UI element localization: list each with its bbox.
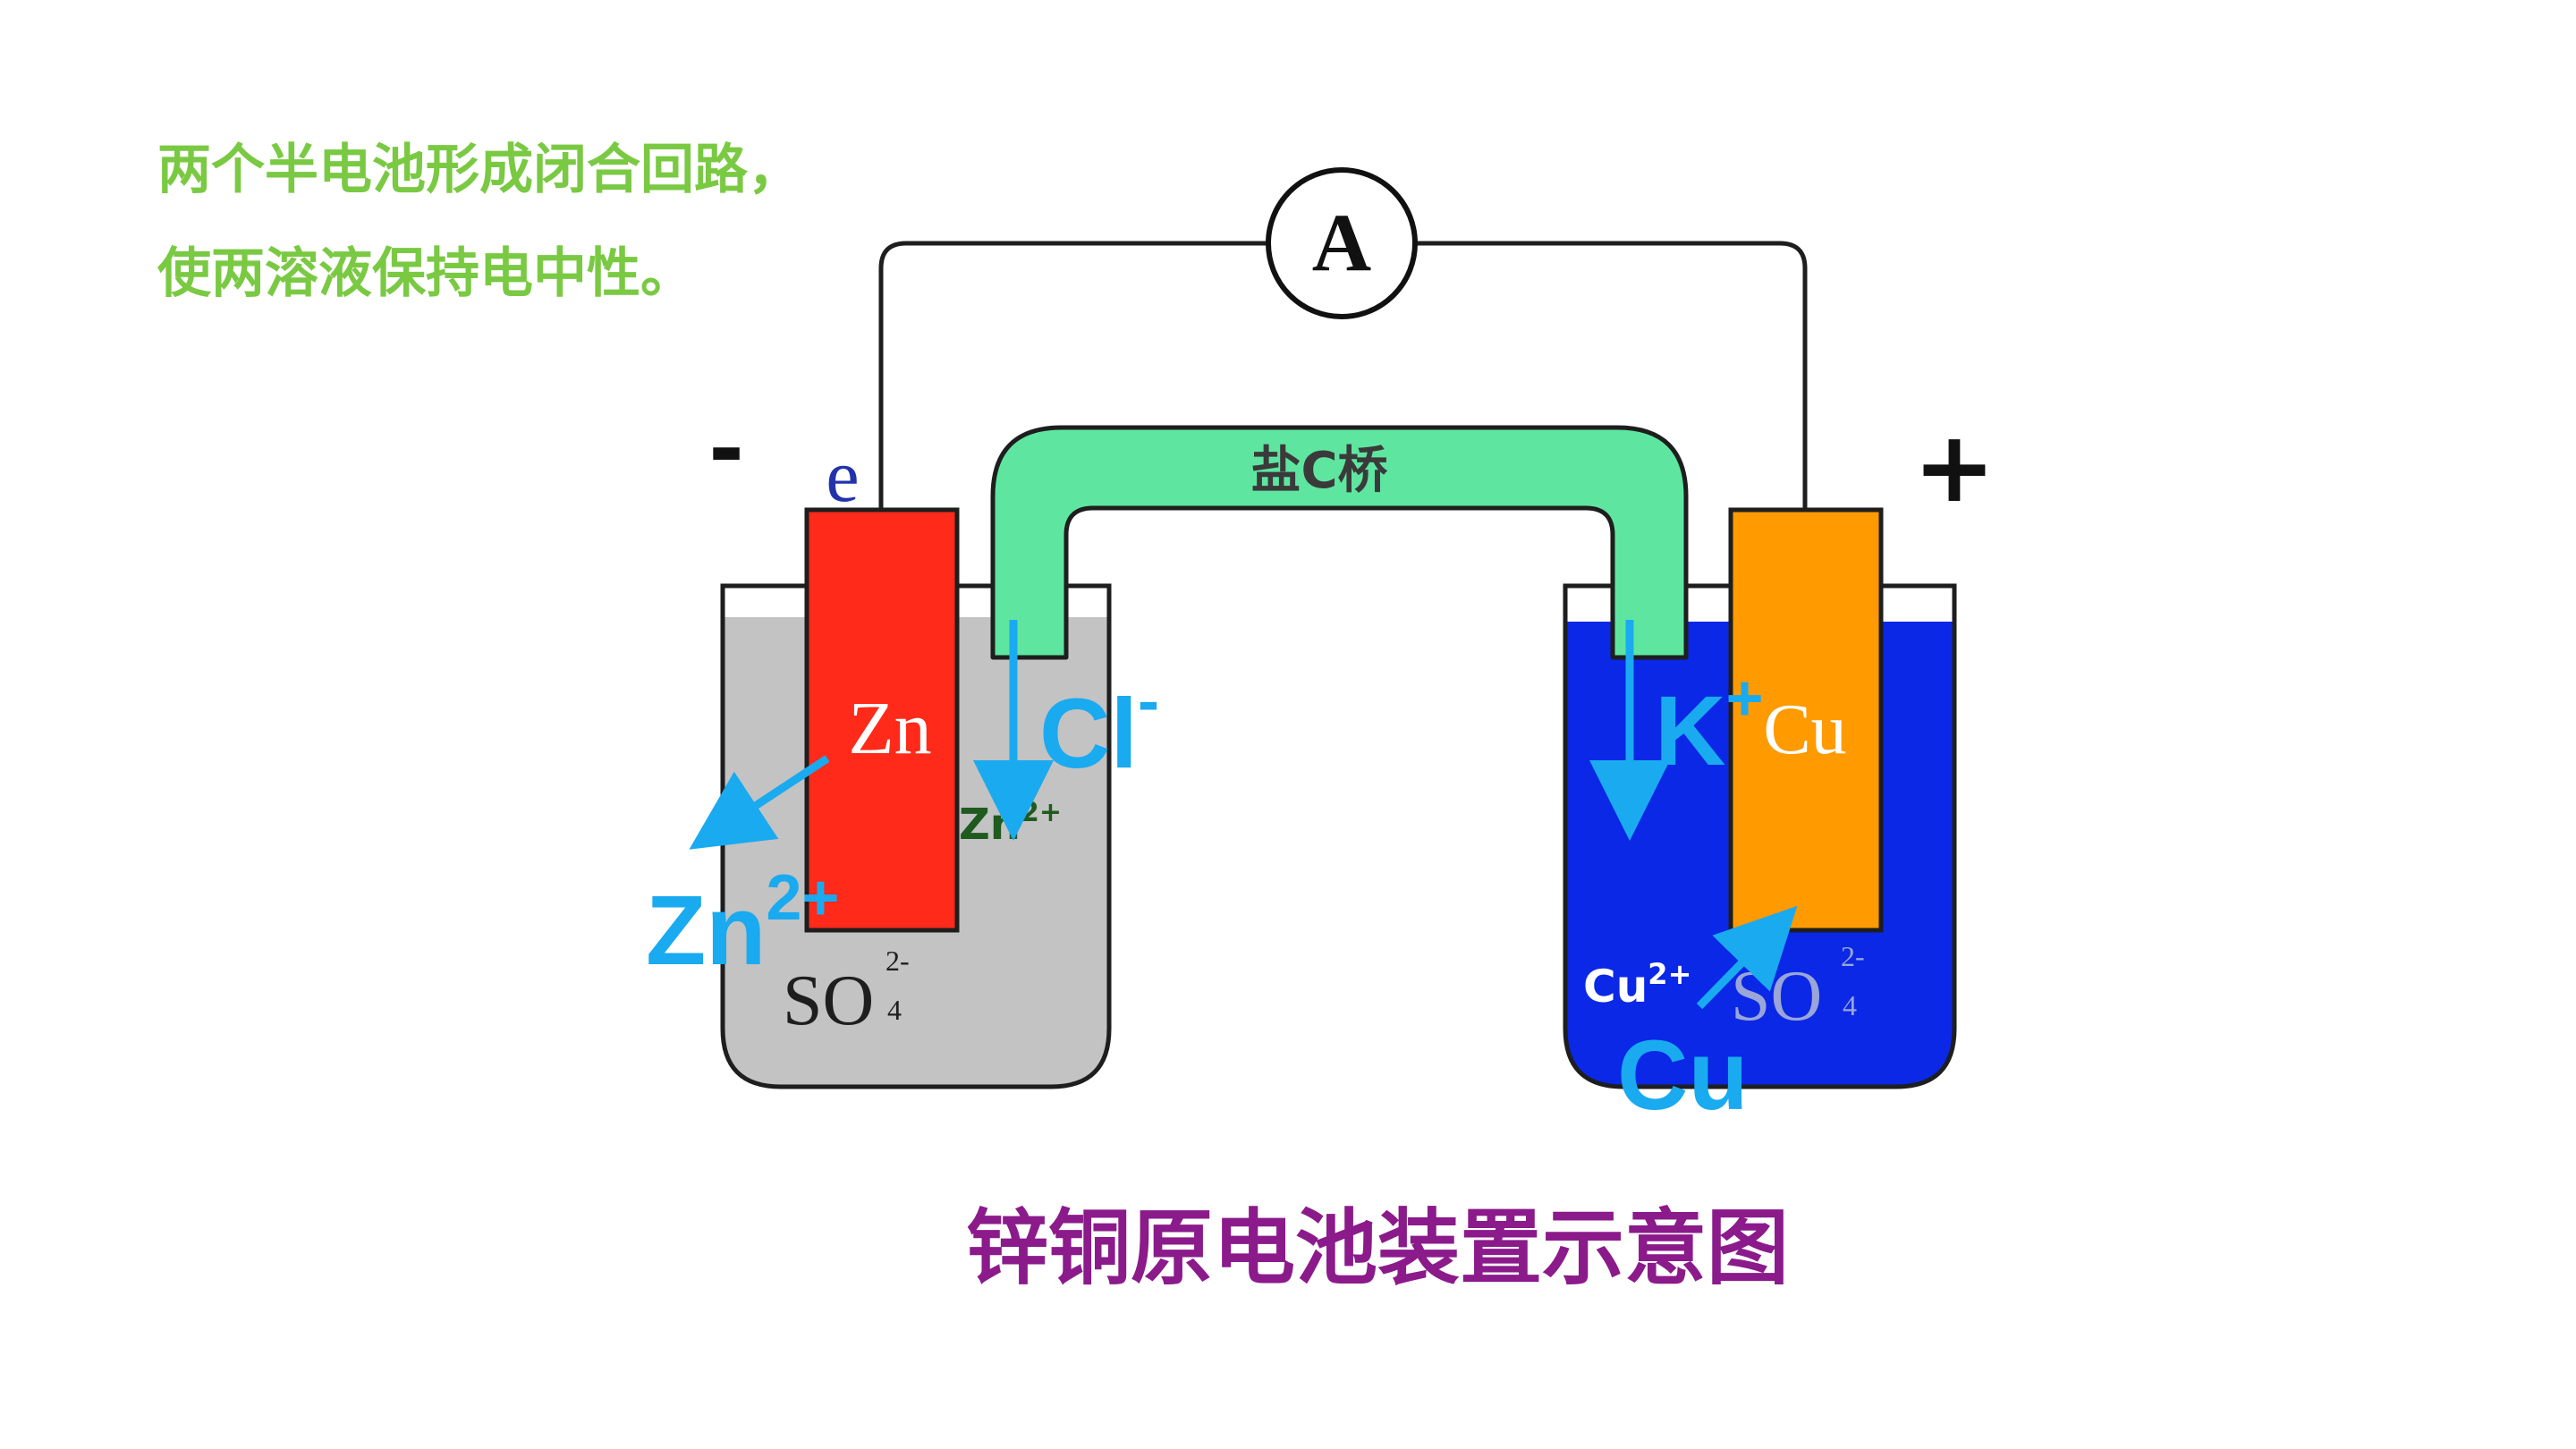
- cl-ion-label: Cl-: [1039, 665, 1159, 789]
- salt-bridge-label: 盐C桥: [1250, 442, 1387, 500]
- left-sulfate-ion: SO: [783, 962, 874, 1040]
- right-inner-cu-base: Cu: [1583, 961, 1648, 1013]
- zinc-label: Zn: [848, 687, 931, 770]
- positive-terminal: +: [1913, 410, 1996, 524]
- cu-deposit-label: Cu: [1617, 1021, 1749, 1131]
- ammeter-symbol: A: [1312, 197, 1371, 288]
- k-ion-label: K+: [1655, 663, 1764, 786]
- left-sulfate-subscript: 4: [887, 994, 902, 1026]
- left-beaker: [720, 583, 1112, 1089]
- copper-electrode: [1728, 507, 1884, 933]
- k-ion-base: K: [1655, 676, 1725, 786]
- cl-ion-base: Cl: [1039, 679, 1138, 789]
- ammeter-icon: [1266, 167, 1418, 319]
- left-sulfate-charge: 2-: [886, 945, 910, 977]
- diagram-caption: 锌铜原电池装置示意图: [965, 1200, 1789, 1296]
- left-inner-zn-charge: 2+: [1021, 797, 1062, 828]
- external-wire: [878, 241, 1808, 510]
- right-sulfate-subscript: 4: [1843, 989, 1857, 1021]
- cu-deposit-arrow: [1696, 905, 1798, 1010]
- copper-label: Cu: [1763, 691, 1846, 769]
- electron-label: e: [826, 435, 859, 518]
- note-line-2: 使两溶液保持电中性。: [157, 242, 694, 305]
- outer-zn-ion-label: Zn2+: [646, 862, 839, 986]
- note-line-1: 两个半电池形成闭合回路，: [157, 139, 801, 201]
- negative-terminal: -: [708, 399, 744, 499]
- left-inner-zn-base: Zn: [959, 800, 1021, 850]
- k-ion-charge: +: [1725, 663, 1763, 734]
- cl-ion-charge: -: [1138, 665, 1159, 737]
- salt-bridge: [990, 425, 1689, 660]
- right-beaker: [1563, 583, 1957, 1089]
- right-inner-cu-charge: 2+: [1648, 957, 1691, 991]
- zinc-electrode: [804, 507, 960, 933]
- left-sulfate-base: SO: [783, 962, 874, 1040]
- right-inner-cu-ion: Cu2+: [1583, 957, 1691, 1013]
- outer-zn-ion-charge: 2+: [766, 862, 839, 934]
- right-sulfate-charge: 2-: [1841, 940, 1865, 972]
- outer-zn-ion-base: Zn: [646, 876, 766, 986]
- zn-dissolve-arrow: [689, 755, 830, 850]
